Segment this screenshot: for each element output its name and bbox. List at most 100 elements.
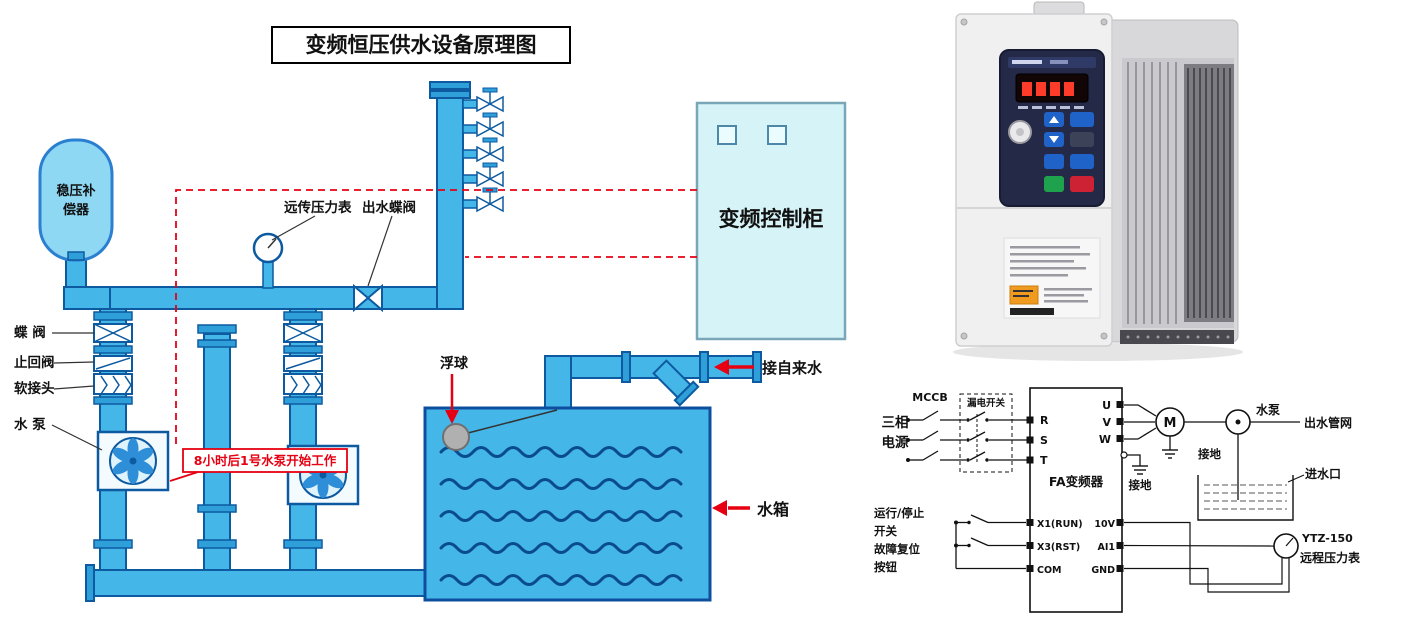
- leakage-switch-box: [959, 393, 1013, 473]
- vfd-set-button: [1070, 154, 1094, 169]
- runstop-label-line1: 运行/停止: [874, 506, 925, 520]
- remote-gauge-label: 远传压力表: [284, 199, 352, 216]
- control-cabinet: 变频控制柜: [695, 101, 847, 341]
- vfd-vent-dark: [1184, 64, 1234, 322]
- vfd-heatsink-fins-icon: [1127, 62, 1177, 324]
- pump-label: 水 泵: [14, 416, 46, 433]
- expansion-tank-label-line1: 稳压补: [56, 183, 95, 199]
- motor-circle: [1155, 407, 1185, 437]
- inlet-leader: [1287, 474, 1305, 483]
- wiring-pump-label: 水泵: [1256, 402, 1280, 417]
- remote-pressure-gauge: [252, 232, 284, 289]
- inlet-flange-3: [752, 351, 762, 383]
- cabinet-indicator-1: [717, 125, 737, 145]
- vfd-label-text-lines: [1010, 246, 1092, 303]
- pipe-network: [63, 81, 762, 602]
- vfd-stop-button: [1070, 176, 1094, 192]
- pump-1: [96, 430, 170, 492]
- column-1-fittings: [93, 311, 133, 549]
- vfd-spec-label: [1003, 237, 1101, 319]
- motor-label: M: [1164, 416, 1177, 431]
- outlet-valve-label: 出水蝶阀: [362, 199, 416, 216]
- outlet-network-label: 出水管网: [1304, 415, 1352, 430]
- terminal-com: COM: [1037, 565, 1062, 576]
- remote-gauge-needle: [1285, 537, 1294, 547]
- terminal-u: U: [1102, 399, 1111, 412]
- water-supply-schematic: 稳压补 偿器: [14, 26, 847, 602]
- terminal-t: T: [1040, 454, 1048, 467]
- inlet-water-container: [1197, 474, 1305, 521]
- terminal-v: V: [1102, 416, 1111, 429]
- riser-faucet-valves: [462, 87, 504, 213]
- vfd-wiring-diagram: 三相 电源 MCCB 漏电开关 FA变频器 R S T U V W X1(RUN…: [874, 387, 1361, 613]
- terminal-x1: X1(RUN): [1037, 519, 1083, 530]
- runstop-label-line2: 开关: [874, 524, 897, 538]
- tap-water-arrow: [714, 359, 729, 375]
- gauge-model-label: YTZ-150: [1301, 532, 1353, 545]
- faucet-valve-icon: [462, 187, 504, 213]
- water-tank-label: 水箱: [757, 500, 789, 519]
- expansion-tank: 稳压补 偿器: [38, 138, 114, 262]
- mccb-label: MCCB: [912, 391, 947, 404]
- control-switch-wires: [955, 514, 1026, 570]
- pipe-end-flange: [85, 564, 95, 602]
- tap-water-label: 接自来水: [762, 359, 823, 377]
- column-2-fittings: [197, 324, 237, 549]
- terminal-gnd: GND: [1091, 565, 1115, 576]
- power-label-line1: 三相: [882, 414, 909, 431]
- float-ball: [442, 423, 470, 451]
- gauge-name-label: 远程压力表: [1300, 550, 1361, 565]
- float-lever-arm: [467, 409, 558, 434]
- terminal-w: W: [1099, 433, 1111, 446]
- suction-header-pipe: [91, 569, 429, 597]
- power-label-line2: 电源: [882, 434, 910, 451]
- float-label: 浮球: [440, 355, 469, 372]
- pump-note-callout: 8小时后1号水泵开始工作: [169, 448, 348, 482]
- leakage-switch-label: 漏电开关: [967, 397, 1006, 409]
- control-switch-dots: [954, 520, 971, 548]
- vfd-screws-icon: [960, 18, 1108, 340]
- vfd-func-button: [1070, 112, 1094, 127]
- down-arrow-icon: [1049, 136, 1059, 143]
- inlet-flange-2: [699, 351, 709, 383]
- riser-top-flange: [429, 81, 471, 90]
- diagram-title-text: 变频恒压供水设备原理图: [306, 33, 537, 57]
- terminal-x3: X3(RST): [1037, 542, 1080, 553]
- column-3-fittings: [283, 311, 323, 549]
- pump-circle-dot: [1235, 419, 1241, 425]
- water-waves: [439, 446, 683, 586]
- riser-top-flange-2: [429, 90, 471, 99]
- water-tank: [423, 406, 712, 602]
- gauge-wires: [1123, 521, 1290, 593]
- inlet-flange-1: [621, 351, 631, 383]
- check-valve-label: 止回阀: [14, 354, 55, 371]
- reset-label-line2: 按钮: [874, 560, 897, 574]
- pump-1-impeller: [112, 438, 154, 484]
- inlet-water-lines: [1204, 484, 1287, 510]
- outlet-riser-pipe: [436, 87, 464, 310]
- vfd-shadow: [953, 343, 1243, 361]
- float-arrow: [445, 410, 459, 424]
- inlet-elbow-pipe: [544, 355, 572, 415]
- y-strainer: [652, 359, 700, 407]
- inverter-terminals: [1026, 401, 1124, 572]
- expansion-tank-label-line2: 偿器: [63, 202, 90, 218]
- discharge-header-pipe: [99, 286, 464, 310]
- soft-joint-label: 软接头: [14, 380, 55, 397]
- motor-ground-icon: [1162, 449, 1178, 459]
- vfd-shift-button: [1044, 154, 1064, 169]
- cabinet-indicator-2: [767, 125, 787, 145]
- motor-ground-label: 接地: [1198, 447, 1221, 461]
- pump-note-text: 8小时后1号水泵开始工作: [194, 453, 337, 468]
- vfd-vent-fins-icon: [1187, 68, 1231, 318]
- inverter-box: [1029, 387, 1123, 613]
- vfd-barcode: [1010, 308, 1054, 315]
- inverter-ground-wire: [1127, 454, 1141, 466]
- up-arrow-icon: [1049, 116, 1059, 123]
- terminal-s: S: [1040, 434, 1048, 447]
- faucet-valve-icon: [462, 162, 504, 188]
- faucet-valve-icon: [462, 112, 504, 138]
- flow-arrows: [445, 359, 754, 516]
- expansion-tank-elbow-pipe: [63, 286, 111, 310]
- reset-label-line1: 故障复位: [874, 542, 920, 556]
